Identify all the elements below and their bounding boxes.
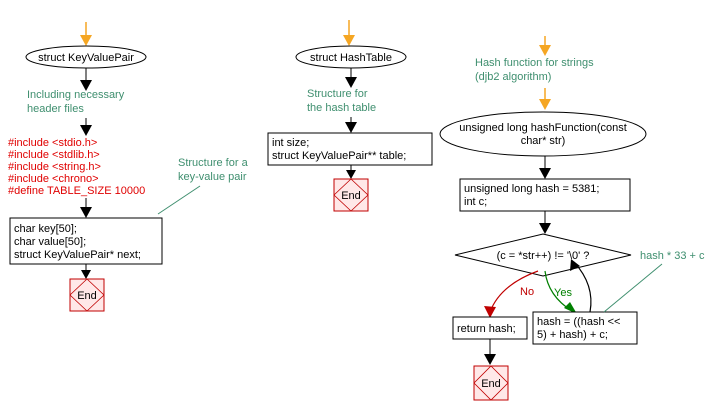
col1-title-text: struct KeyValuePair <box>38 52 134 64</box>
col1-arrow-4 <box>81 264 91 279</box>
col3-title-line-2: char* str) <box>521 135 566 147</box>
condition-text: (c = *str++) != '\0' ? <box>497 250 590 262</box>
col3-arrow-1 <box>539 156 551 179</box>
col1-comment-1-line-1: Including necessary <box>27 89 125 101</box>
loop-comment-text: hash * 33 + c <box>640 250 705 262</box>
init-c: int c; <box>464 196 487 208</box>
no-label: No <box>520 286 534 298</box>
update-line-1: hash = ((hash << <box>537 316 620 328</box>
field-next: struct KeyValuePair* next; <box>14 249 141 261</box>
loop-back-edge <box>570 259 592 313</box>
col3-arrow-3 <box>484 339 496 365</box>
col1-arrow-3 <box>80 198 92 218</box>
col2-title-text: struct HashTable <box>310 52 392 64</box>
field-key: char key[50]; <box>14 223 77 235</box>
define-line: #define TABLE_SIZE 10000 <box>8 185 145 197</box>
col1-arrow-1 <box>80 68 92 91</box>
col2-fields-box: int size; struct KeyValuePair** table; <box>267 132 433 166</box>
include-line-2: #include <stdlib.h> <box>8 149 100 161</box>
yes-edge: Yes <box>544 270 577 314</box>
col3-title-node: unsigned long hashFunction(const char* s… <box>439 111 647 157</box>
init-hash: unsigned long hash = 5381; <box>464 183 599 195</box>
col2-end-text: End <box>341 190 361 202</box>
col1-arrow-2 <box>80 118 92 136</box>
col2-arrow-1 <box>345 68 357 88</box>
loop-comment-connector <box>603 263 663 313</box>
include-line-4: #include <chrono> <box>8 173 99 185</box>
col1-includes: #include <stdio.h> #include <stdlib.h> #… <box>8 137 145 197</box>
col2-title-node: struct HashTable <box>295 45 407 69</box>
field-table: struct KeyValuePair** table; <box>272 150 406 162</box>
col2-comment-line-1: Structure for <box>307 88 368 100</box>
col1-end-text: End <box>77 290 97 302</box>
col3-end-text: End <box>481 378 501 390</box>
field-size: int size; <box>272 137 309 149</box>
col1-comment-1-line-2: header files <box>27 103 84 115</box>
loop-comment: hash * 33 + c <box>603 250 705 313</box>
col1-entry-arrow <box>80 22 92 46</box>
field-value: char value[50]; <box>14 236 86 248</box>
col3-comment: Hash function for strings (djb2 algorith… <box>475 57 594 83</box>
return-text: return hash; <box>457 323 516 335</box>
col3-condition-node: (c = *str++) != '\0' ? <box>454 233 632 277</box>
col2-arrow-2 <box>345 117 357 133</box>
col1-comment-2-line-1: Structure for a <box>178 157 249 169</box>
col3-comment-line-1: Hash function for strings <box>475 57 594 69</box>
col2-end-node: End <box>333 178 369 212</box>
col3-end-node: End <box>473 365 509 401</box>
col1-comment-1: Including necessary header files <box>27 89 125 115</box>
col2-comment: Structure for the hash table <box>307 88 376 114</box>
col3-entry-arrow-2 <box>539 88 551 110</box>
no-edge: No <box>484 270 539 318</box>
update-box: hash = ((hash << 5) + hash) + c; <box>532 311 638 345</box>
col1-comment-2: Structure for a key-value pair <box>157 157 249 215</box>
col1-end-node: End <box>69 278 105 312</box>
col3-init-box: unsigned long hash = 5381; int c; <box>459 178 631 212</box>
col2-arrow-3 <box>346 165 356 179</box>
col3-title-line-1: unsigned long hashFunction(const <box>459 122 627 134</box>
include-line-3: #include <string.h> <box>8 161 101 173</box>
return-box: return hash; <box>452 316 528 340</box>
col1-title-node: struct KeyValuePair <box>25 45 147 69</box>
col3-arrow-2 <box>539 211 551 234</box>
update-line-2: 5) + hash) + c; <box>537 329 608 341</box>
col2-entry-arrow <box>343 20 355 46</box>
col2-comment-line-2: the hash table <box>307 102 376 114</box>
col1-comment-2-line-2: key-value pair <box>178 171 247 183</box>
yes-label: Yes <box>554 287 572 299</box>
include-line-1: #include <stdio.h> <box>8 137 97 149</box>
col1-fields-box: char key[50]; char value[50]; struct Key… <box>9 217 163 265</box>
col3-entry-arrow <box>539 36 551 56</box>
col3-comment-line-2: (djb2 algorithm) <box>475 71 551 83</box>
col1-comment-2-connector <box>157 185 201 215</box>
